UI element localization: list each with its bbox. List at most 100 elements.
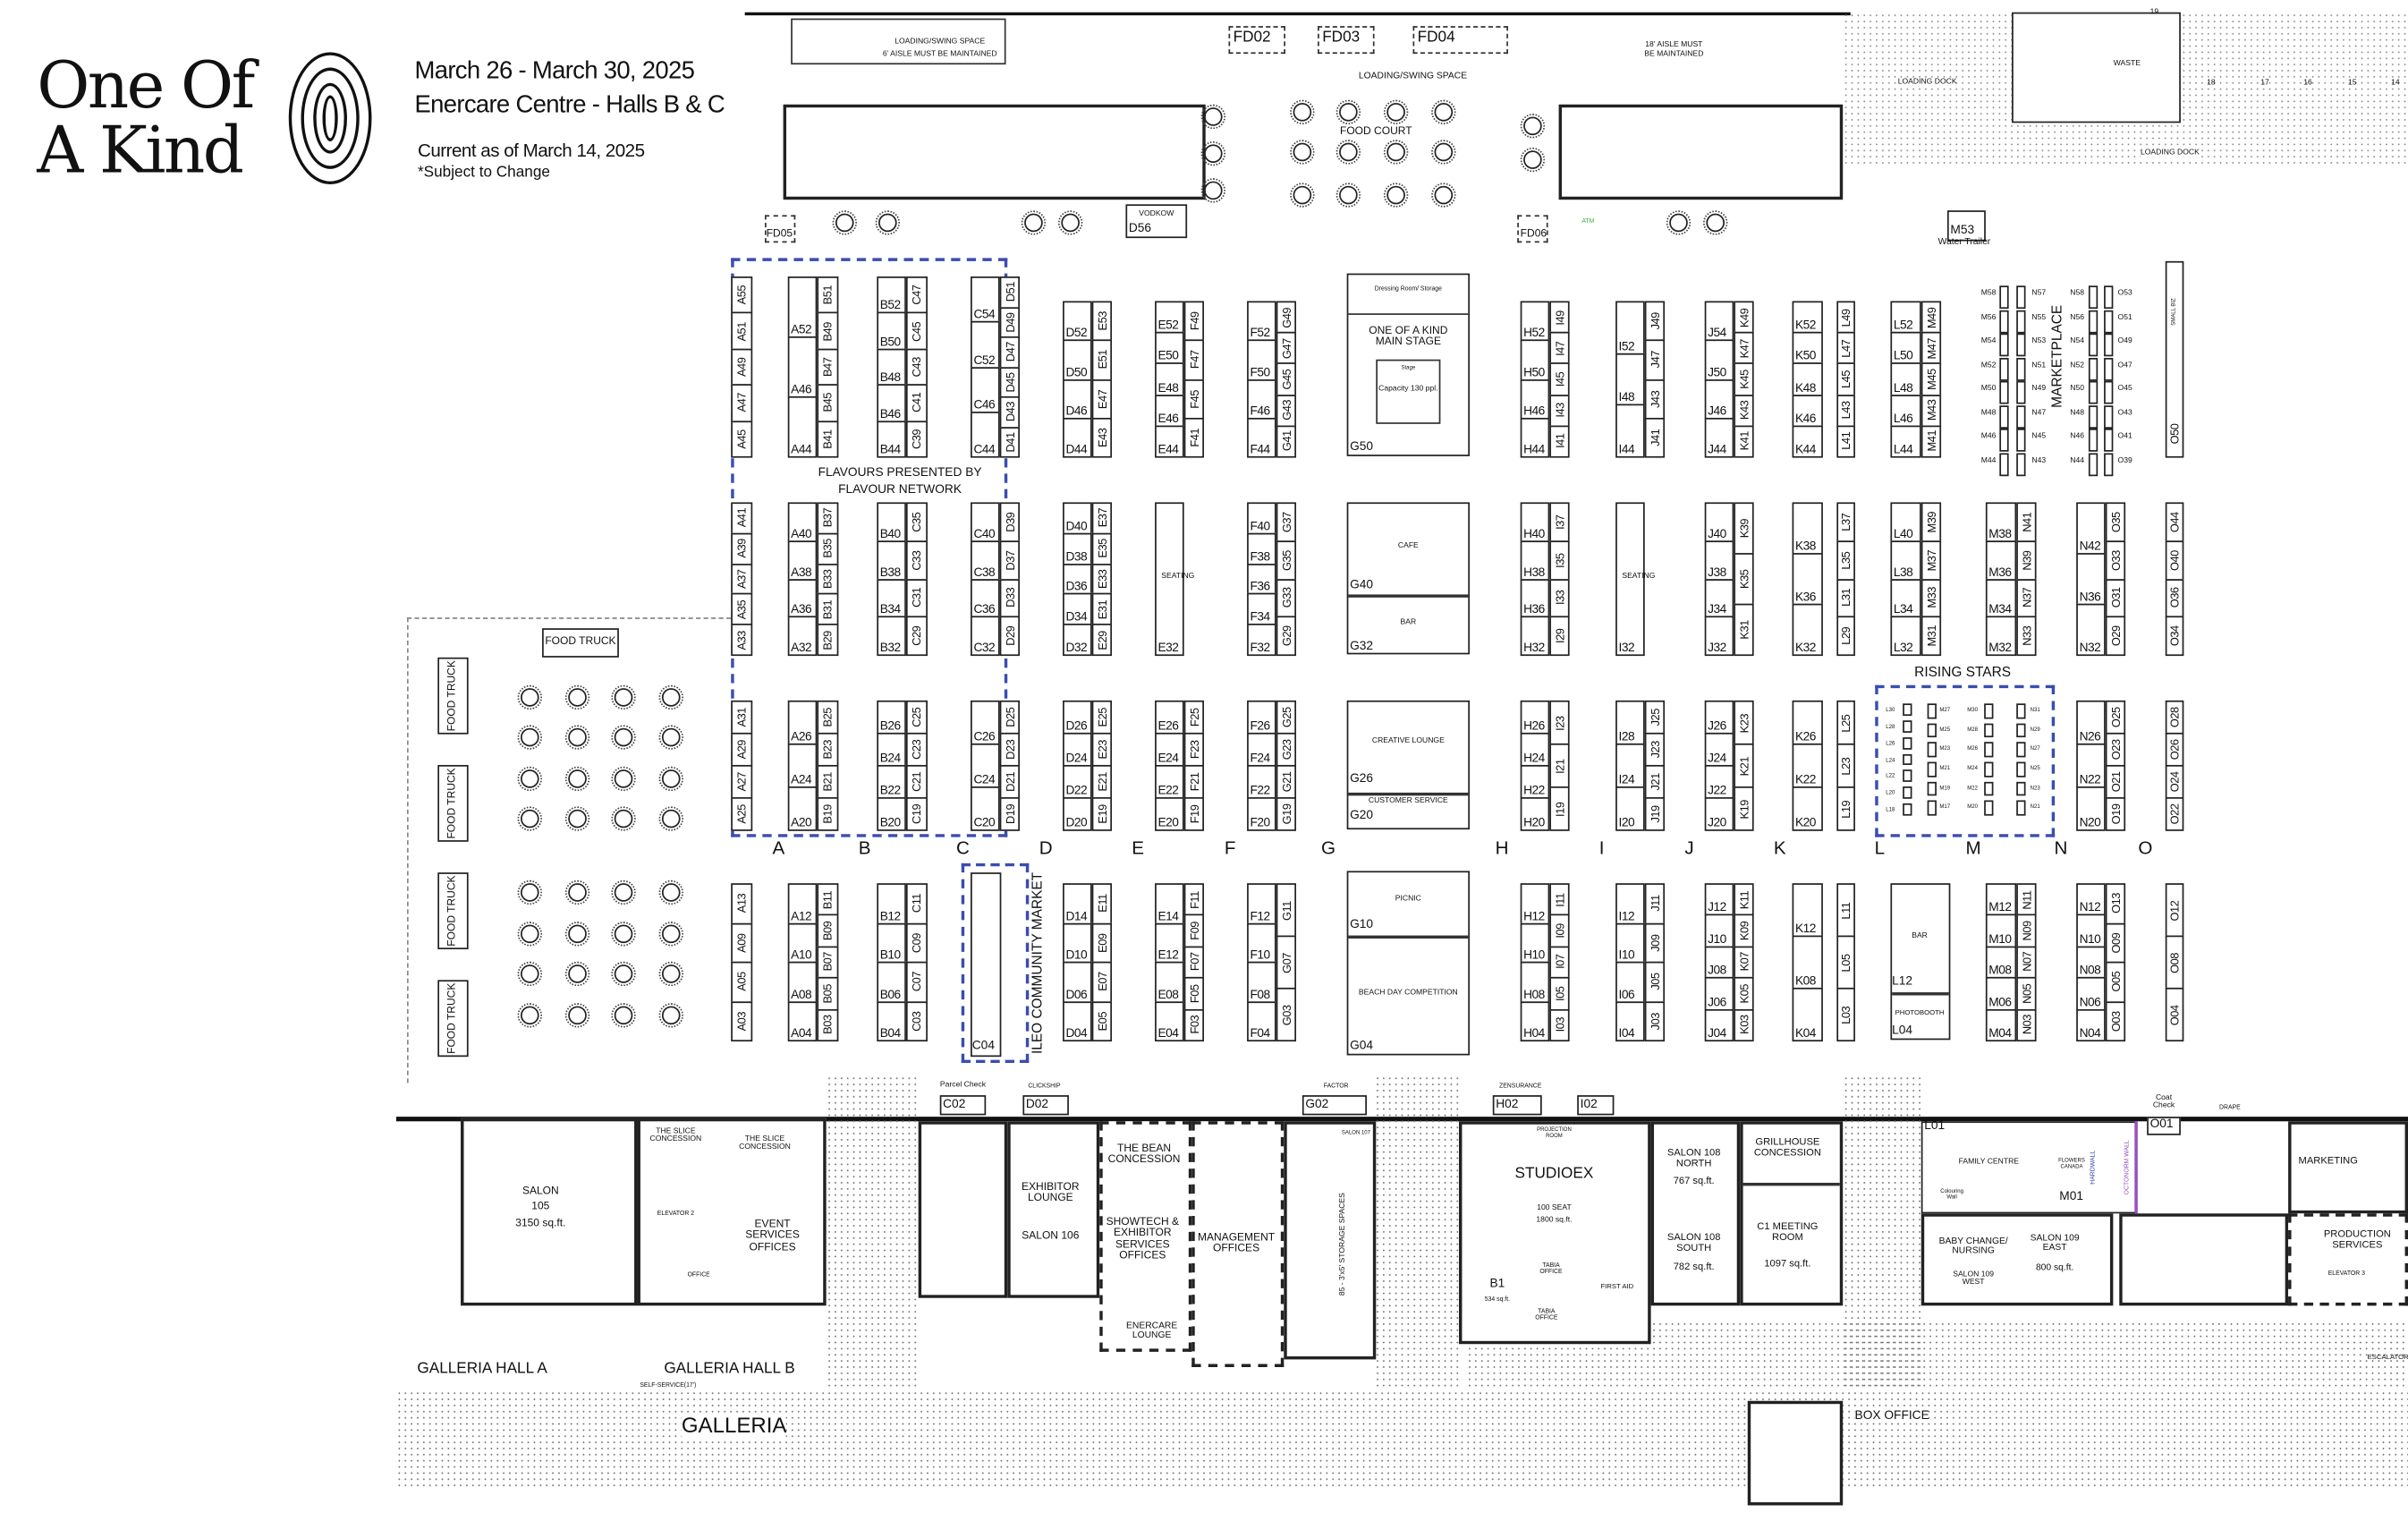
booth-i33[interactable]: I33 [1549,578,1570,618]
booth-b05[interactable]: B05 [817,977,839,1010]
booth-a38[interactable]: A38 [787,540,818,581]
booth-o33[interactable]: O33 [2105,540,2126,581]
salon-109[interactable] [1920,1213,2114,1306]
booth-k23[interactable]: K23 [1734,700,1754,745]
booth-h38[interactable]: H38 [1520,540,1550,581]
booth-c09[interactable]: C09 [905,922,928,964]
booth-l31[interactable]: L31 [1836,578,1855,618]
booth-j54[interactable]: J54 [1704,301,1734,342]
booth-b29[interactable]: B29 [817,624,839,657]
marketplace-booth-o41[interactable] [2104,428,2114,452]
booth-n10[interactable]: N10 [2076,914,2106,947]
booth-j34[interactable]: J34 [1704,578,1734,618]
booth-d04[interactable]: D04 [1063,1000,1092,1042]
booth-m06[interactable]: M06 [1985,977,2017,1010]
booth-k08[interactable]: K08 [1792,935,1823,990]
marketplace-booth-o47[interactable] [2104,357,2114,380]
booth-l47[interactable]: L47 [1836,332,1855,365]
booth-b11[interactable]: B11 [817,883,839,916]
marketplace-booth-n44[interactable] [2088,452,2099,476]
booth-j05[interactable]: J05 [1644,961,1666,1003]
booth-a40[interactable]: A40 [787,502,818,542]
exhibitor-lounge[interactable] [1007,1121,1100,1298]
booth-k05[interactable]: K05 [1734,977,1754,1010]
booth-n26[interactable]: N26 [2076,700,2106,745]
booth-k49[interactable]: K49 [1734,301,1754,334]
rising-stars-booth-l22[interactable] [1903,769,1912,783]
booth-b26[interactable]: B26 [877,700,906,735]
booth-n09[interactable]: N09 [2016,914,2037,947]
booth-j06[interactable]: J06 [1704,977,1734,1010]
booth-b51[interactable]: B51 [817,276,839,314]
booth-d52[interactable]: D52 [1063,301,1092,342]
booth-o05[interactable]: O05 [2105,961,2126,1003]
booth-a29[interactable]: A29 [731,732,753,767]
booth-k32[interactable]: K32 [1792,603,1823,657]
booth-c02[interactable] [939,1095,987,1116]
booth-k09[interactable]: K09 [1734,914,1754,947]
booth-o23[interactable]: O23 [2105,732,2126,767]
booth-j12[interactable]: J12 [1704,883,1734,916]
booth-l41[interactable]: L41 [1836,425,1855,458]
booth-c40[interactable]: C40 [971,502,1000,542]
booth-g23[interactable]: G23 [1276,732,1297,767]
booth-h24[interactable]: H24 [1520,732,1550,767]
booth-i32[interactable]: I32 [1615,502,1645,657]
marketplace-booth-n54[interactable] [2088,333,2099,357]
booth-m39[interactable]: M39 [1920,502,1942,542]
booth-g21[interactable]: G21 [1276,764,1297,799]
booth-b06[interactable]: B06 [877,961,906,1003]
box-office[interactable] [1747,1400,1844,1506]
booth-k50[interactable]: K50 [1792,332,1823,365]
booth-i06[interactable]: I06 [1615,961,1645,1003]
booth-b48[interactable]: B48 [877,348,906,387]
booth-h50[interactable]: H50 [1520,339,1550,380]
booth-k41[interactable]: K41 [1734,425,1754,458]
booth-f23[interactable]: F23 [1183,732,1205,767]
booth-k43[interactable]: K43 [1734,394,1754,427]
marketplace-booth-o51[interactable] [2104,309,2114,333]
booth-j43[interactable]: J43 [1644,378,1666,420]
rising-stars-booth-m24[interactable] [1984,761,1994,777]
booth-e33[interactable]: E33 [1091,563,1112,596]
booth-i28[interactable]: I28 [1615,700,1645,745]
booth-c24[interactable]: C24 [971,743,1000,788]
booth-c31[interactable]: C31 [905,578,928,618]
marketplace-booth-m52[interactable] [1999,357,2009,380]
booth-d23[interactable]: D23 [999,732,1020,767]
booth-e35[interactable]: E35 [1091,532,1112,565]
booth-m31[interactable]: M31 [1920,616,1942,657]
booth-i03[interactable]: I03 [1549,1008,1570,1041]
booth-e11[interactable]: E11 [1091,883,1112,924]
booth-d26[interactable]: D26 [1063,700,1092,735]
marketplace-booth-o45[interactable] [2104,380,2114,404]
booth-i47[interactable]: I47 [1549,332,1570,365]
booth-d33[interactable]: D33 [999,578,1020,618]
booth-l35[interactable]: L35 [1836,540,1855,581]
booth-f32[interactable]: F32 [1247,624,1276,657]
booth-f20[interactable]: F20 [1247,797,1276,831]
rising-stars-booth-m28[interactable] [1984,723,1994,738]
booth-b47[interactable]: B47 [817,348,839,387]
booth-i49[interactable]: I49 [1549,301,1570,334]
booth-f38[interactable]: F38 [1247,532,1276,565]
booth-j41[interactable]: J41 [1644,417,1666,458]
booth-e20[interactable]: E20 [1155,797,1184,831]
booth-a36[interactable]: A36 [787,578,818,618]
booth-m08[interactable]: M08 [1985,946,2017,979]
booth-d29[interactable]: D29 [999,616,1020,657]
creative-lounge-g26[interactable] [1346,700,1471,830]
booth-n05[interactable]: N05 [2016,977,2037,1010]
booth-a03[interactable]: A03 [731,1000,753,1042]
booth-j46[interactable]: J46 [1704,378,1734,420]
booth-j49[interactable]: J49 [1644,301,1666,342]
booth-f04[interactable]: F04 [1247,1000,1276,1042]
booth-h12[interactable]: H12 [1520,883,1550,924]
booth-f44[interactable]: F44 [1247,417,1276,458]
c1-meeting-room[interactable] [1740,1121,1844,1306]
booth-g02[interactable] [1302,1095,1367,1116]
booth-c04[interactable] [971,872,1002,1058]
booth-n03[interactable]: N03 [2016,1008,2037,1041]
booth-f50[interactable]: F50 [1247,339,1276,380]
booth-o19[interactable]: O19 [2105,797,2126,831]
